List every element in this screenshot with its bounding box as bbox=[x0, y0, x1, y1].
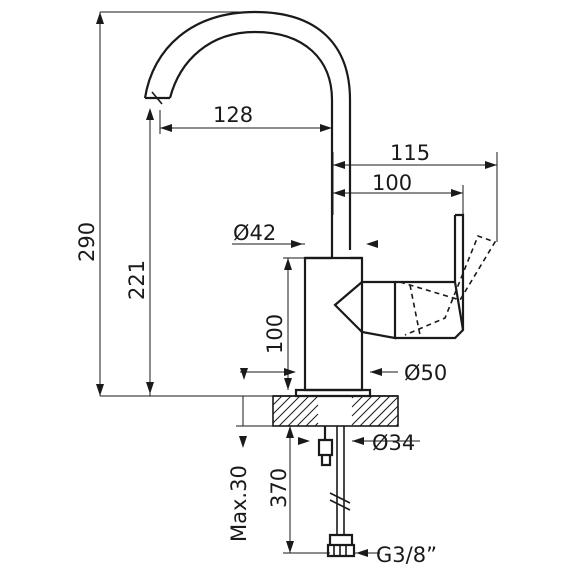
hatch-line bbox=[377, 405, 399, 427]
lever-dashed-position bbox=[399, 234, 497, 336]
dimension-lines bbox=[96, 11, 498, 557]
label-spout-height: 221 bbox=[125, 260, 149, 300]
hatch-line bbox=[368, 396, 399, 427]
hatch-line bbox=[351, 395, 382, 426]
hatch-line bbox=[359, 395, 391, 427]
lever-connector bbox=[333, 280, 397, 340]
label-handle-reach: 100 bbox=[372, 171, 412, 195]
base-flange bbox=[294, 388, 372, 398]
label-handle-reach-total: 115 bbox=[390, 141, 430, 165]
hatch-line bbox=[287, 395, 319, 427]
lever-stick bbox=[455, 213, 465, 330]
countertop bbox=[272, 395, 399, 427]
shank-left bbox=[317, 426, 334, 457]
spout-outer bbox=[143, 10, 352, 250]
hose-break bbox=[329, 492, 351, 511]
label-max-thickness: Max.30 bbox=[227, 465, 251, 542]
label-hose-length: 370 bbox=[267, 468, 291, 508]
hose-connector bbox=[326, 533, 356, 558]
shank-tube bbox=[320, 455, 332, 467]
hatch-line bbox=[272, 395, 292, 415]
hatch-line bbox=[272, 395, 301, 424]
hatch-line bbox=[296, 404, 319, 427]
hatch-line bbox=[272, 395, 283, 406]
hatch-line bbox=[314, 422, 319, 427]
hatch-line bbox=[278, 395, 310, 427]
hatch-line bbox=[386, 414, 399, 427]
spout-tip-mark bbox=[151, 91, 163, 105]
hose-connector-ribs bbox=[333, 545, 347, 556]
hatch-line bbox=[351, 395, 364, 408]
label-body-diameter: Ø42 bbox=[233, 221, 276, 245]
label-body-height: 100 bbox=[263, 314, 287, 354]
hatch-line bbox=[305, 413, 319, 427]
faucet-outline bbox=[143, 10, 497, 558]
label-total-height: 290 bbox=[75, 222, 99, 262]
hose-lines bbox=[336, 426, 345, 535]
label-shank-diameter: Ø34 bbox=[372, 431, 415, 455]
hatch-line bbox=[395, 423, 399, 427]
spout-inner bbox=[168, 30, 334, 258]
label-spout-reach: 128 bbox=[213, 103, 253, 127]
hatch-line bbox=[351, 395, 355, 399]
hatch-line bbox=[351, 395, 373, 417]
dimension-labels: 290 221 128 115 100 Ø42 100 Ø50 Ø34 Max.… bbox=[75, 103, 447, 567]
label-base-diameter: Ø50 bbox=[404, 361, 447, 385]
countertop-hatch bbox=[272, 395, 399, 427]
label-thread: G3/8” bbox=[376, 543, 437, 567]
lever-dashed-position-2 bbox=[409, 284, 421, 336]
